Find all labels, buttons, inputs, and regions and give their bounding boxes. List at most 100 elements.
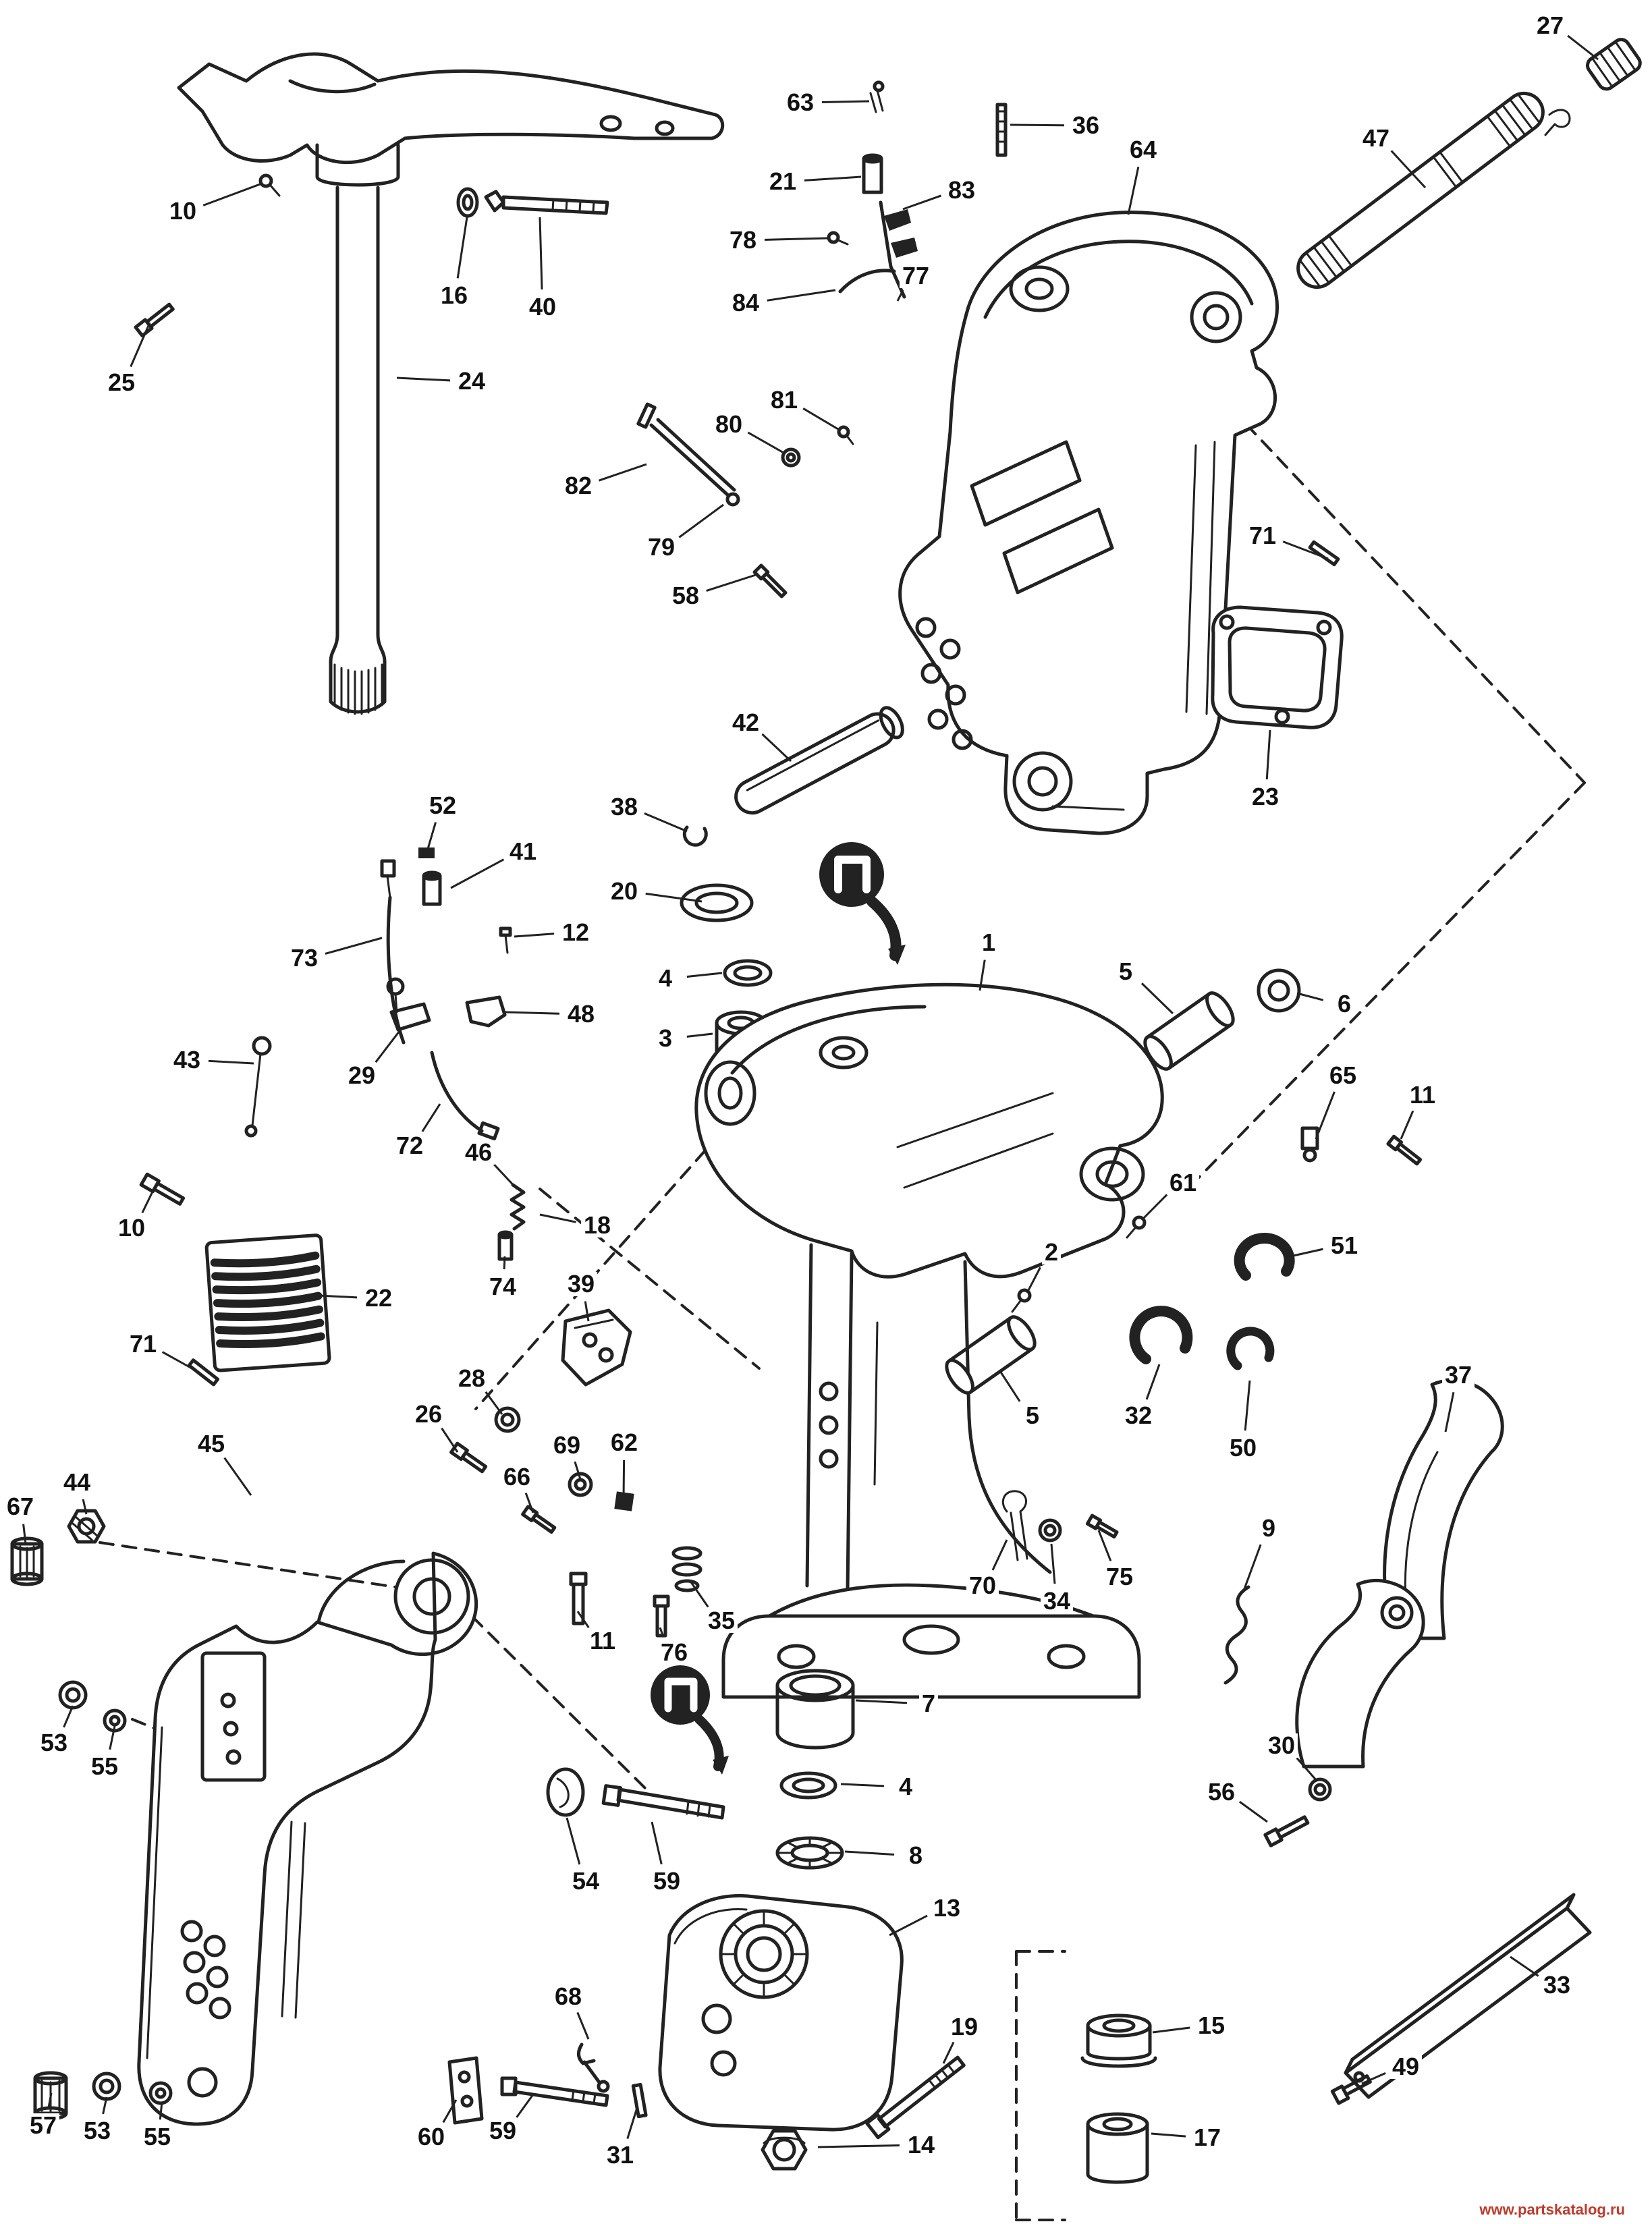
part-number-label: 2 [1041,1240,1062,1264]
ground-strap-and-bushings [865,1777,1592,2184]
leader-line [686,1032,713,1038]
leader-line [1296,1757,1319,1782]
leader-line [539,1213,576,1223]
part-number-label: 57 [26,2113,60,2138]
leader-line [223,1457,252,1496]
part-number-label: 46 [462,1140,495,1165]
leader-line [396,377,451,382]
part-number-label: 74 [486,1275,520,1299]
part-number-label: 21 [766,169,800,194]
pivot-pin-hardware [569,1490,1119,1638]
leader-line [141,1188,155,1214]
part-number-label: 59 [650,1869,684,1893]
leader-line [318,1294,358,1299]
leader-line [1282,540,1329,560]
main-swivel-bracket [694,982,1164,1699]
part-number-label: 53 [37,1731,71,1755]
part-number-label: 71 [1246,524,1279,548]
part-number-label: 67 [3,1495,37,1519]
leader-line [421,1103,441,1132]
leader-line [516,2094,534,2118]
part-number-label: 63 [783,90,817,115]
steering-arm-assembly [134,52,725,715]
leader-line [576,2011,590,2040]
part-number-label: 73 [287,946,321,970]
leader-line [1140,982,1174,1015]
part-number-label: 70 [966,1574,999,1598]
leader-line [109,1725,116,1750]
leader-line [821,100,870,103]
watermark: www.partskatalog.ru [1479,2201,1625,2218]
leader-line [802,408,839,430]
trim-sender-wiring [244,847,512,1141]
part-number-label: 7 [918,1692,939,1716]
part-number-label: 60 [414,2125,448,2149]
leader-line [82,1499,88,1515]
part-number-label: 44 [60,1470,94,1495]
part-number-label: 79 [644,535,678,559]
leader-line [47,2092,53,2109]
leader-line [1315,1091,1336,1140]
part-number-label: 4 [655,966,676,991]
part-number-label: 42 [729,711,763,735]
pivot-cylinders-and-clips [945,968,1423,1395]
part-number-label: 62 [607,1430,641,1455]
part-number-label: 34 [1040,1589,1074,1613]
leader-line [999,1370,1021,1402]
leader-line [688,1580,709,1608]
part-number-label: 52 [426,794,460,818]
tilt-tube [1296,38,1642,289]
part-number-label: 47 [1359,126,1393,150]
part-number-label: 5 [1116,960,1136,984]
leader-line [1097,1530,1112,1561]
part-number-label: 51 [1327,1233,1361,1258]
leader-line [817,2144,900,2148]
part-number-label: 15 [1194,2013,1228,2038]
leader-line [1400,1110,1414,1140]
part-number-label: 16 [437,283,471,308]
lower-mount-stack [546,1665,855,1870]
leader-line [102,2096,108,2115]
part-number-label: 24 [455,369,489,393]
leader-line [1265,729,1271,780]
part-number-label: 54 [569,1869,603,1893]
part-number-label: 5 [1022,1403,1043,1428]
leader-line [208,1059,254,1065]
leader-line [524,1493,534,1513]
part-number-label: 69 [550,1433,584,1457]
leader-line [1444,1392,1455,1433]
part-number-label: 71 [126,1332,160,1356]
leader-line [514,933,555,938]
rubber-grommet-upper [819,842,906,965]
part-number-label: 55 [140,2125,174,2149]
part-number-label: 48 [564,1002,598,1026]
leader-line [1296,992,1324,1001]
leader-line [855,1699,908,1704]
part-number-label: 6 [1334,992,1354,1016]
leader-line [503,1256,506,1270]
part-number-label: 72 [393,1134,426,1158]
part-number-label: 18 [580,1213,614,1238]
leader-line [375,1030,401,1063]
leader-line [1361,2072,1386,2085]
leader-line [599,463,647,482]
part-number-label: 23 [1248,785,1282,809]
leader-line [1244,1380,1251,1431]
part-number-label: 37 [1441,1363,1475,1387]
part-number-label: 32 [1122,1403,1155,1428]
part-number-label: 10 [115,1216,148,1240]
leader-line [450,858,505,889]
water-intake-grille [139,1172,331,1387]
part-number-label: 56 [1205,1780,1238,1804]
leader-line [442,2099,458,2123]
part-number-label: 33 [1540,1973,1574,1997]
part-number-label: 55 [88,1754,121,1779]
leader-line [485,1391,503,1415]
part-number-label: 81 [767,388,801,412]
part-number-label: 25 [105,370,138,395]
tilt-pin [682,706,904,847]
part-number-label: 8 [906,1843,926,1868]
part-number-label: 17 [1190,2125,1224,2150]
leader-line [1145,1364,1161,1400]
